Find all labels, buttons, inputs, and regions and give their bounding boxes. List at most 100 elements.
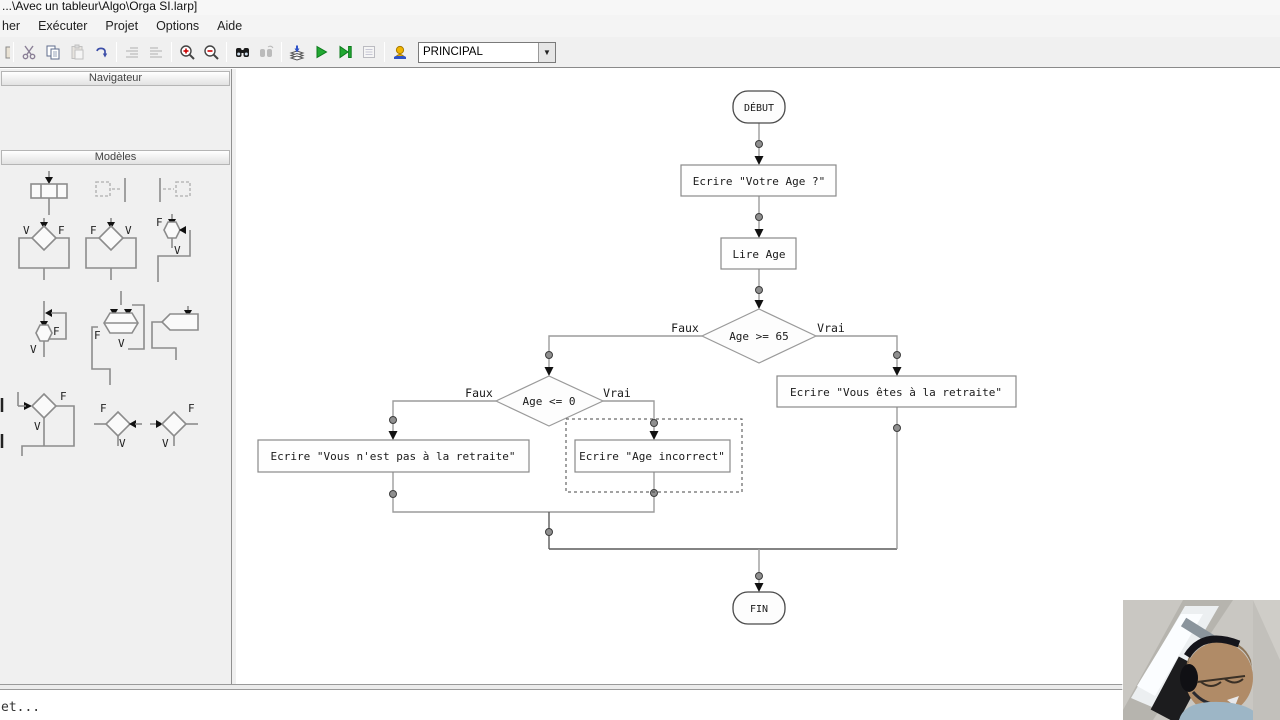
condition-age-0-node[interactable]: Age <= 0 <box>494 375 605 427</box>
write-invalid-age-node[interactable]: Ecrire "Age incorrect" <box>574 439 731 473</box>
svg-text:F: F <box>58 224 65 237</box>
webcam-video <box>1123 600 1280 720</box>
branch-label-faux: Faux <box>465 386 493 400</box>
copy-icon[interactable] <box>41 40 65 64</box>
svg-text:F: F <box>53 325 60 338</box>
procedure-combobox[interactable]: PRINCIPAL ▼ <box>418 41 556 63</box>
sidebar: Navigateur Modèles <box>0 69 232 684</box>
webcam-overlay <box>1123 600 1280 720</box>
template-branch-right-icon[interactable]: FV <box>8 386 86 458</box>
toolbar-separator <box>13 42 14 62</box>
svg-text:Ecrire "Vous êtes à la retrait: Ecrire "Vous êtes à la retraite" <box>790 386 1002 399</box>
menu-item-afficher[interactable]: her <box>2 19 21 33</box>
clipped-icon <box>0 40 10 64</box>
undo-icon[interactable] <box>89 40 113 64</box>
svg-text:F: F <box>94 329 101 342</box>
branch-label-vrai: Vrai <box>603 386 631 400</box>
report-icon <box>357 40 381 64</box>
template-exit-icon[interactable] <box>148 304 206 370</box>
svg-text:V: V <box>119 437 126 448</box>
cut-icon[interactable] <box>17 40 41 64</box>
svg-text:F: F <box>60 390 67 403</box>
template-dowhile-icon[interactable]: F V <box>146 212 202 288</box>
toolbar-separator <box>116 42 117 62</box>
menu-bar: her Exécuter Projet Options Aide <box>0 15 1280 37</box>
indent-left-icon <box>120 40 144 64</box>
toolbar-separator <box>171 42 172 62</box>
start-node[interactable]: DÉBUT <box>732 90 786 124</box>
svg-text:Age <= 0: Age <= 0 <box>523 395 576 408</box>
svg-text:V: V <box>118 337 125 350</box>
clipped-template-icon <box>0 398 4 448</box>
svg-text:Ecrire "Vous n'est pas à la re: Ecrire "Vous n'est pas à la retraite" <box>270 450 515 463</box>
template-call-right-icon[interactable] <box>152 176 196 210</box>
models-panel-header[interactable]: Modèles <box>1 150 230 165</box>
flowchart-canvas[interactable]: Faux Vrai Faux Vrai DÉBUT Ecrire "Votre … <box>236 69 1280 684</box>
svg-text:Ecrire "Votre Age ?": Ecrire "Votre Age ?" <box>693 175 825 188</box>
navigator-panel-body <box>0 86 231 148</box>
svg-text:DÉBUT: DÉBUT <box>744 101 774 114</box>
selection-marquee <box>565 418 743 493</box>
template-call-left-icon[interactable] <box>92 176 136 210</box>
procedure-combobox-value: PRINCIPAL <box>423 46 483 58</box>
toolbar: PRINCIPAL ▼ <box>0 37 1280 68</box>
read-age-node[interactable]: Lire Age <box>720 237 797 270</box>
find-icon[interactable] <box>230 40 254 64</box>
write-not-retired-node[interactable]: Ecrire "Vous n'est pas à la retraite" <box>257 439 530 473</box>
flowchart: Faux Vrai Faux Vrai DÉBUT Ecrire "Votre … <box>257 90 1017 625</box>
branch-label-vrai: Vrai <box>817 321 845 335</box>
status-text: et... <box>1 700 41 715</box>
end-node[interactable]: FIN <box>732 591 786 625</box>
svg-text:F: F <box>188 402 195 415</box>
template-cond-right-icon[interactable]: F V <box>148 400 200 448</box>
svg-text:V: V <box>23 224 30 237</box>
window-title: ...\Avec un tableur\Algo\Orga SI.larp] <box>0 0 1280 15</box>
paste-icon <box>65 40 89 64</box>
menu-item-executer[interactable]: Exécuter <box>38 19 88 33</box>
zoom-out-icon[interactable] <box>199 40 223 64</box>
write-retired-node[interactable]: Ecrire "Vous êtes à la retraite" <box>776 375 1017 408</box>
svg-text:Age >= 65: Age >= 65 <box>729 330 789 343</box>
indent-right-icon <box>144 40 168 64</box>
svg-text:V: V <box>34 420 41 433</box>
menu-item-aide[interactable]: Aide <box>217 19 243 33</box>
toolbar-separator <box>281 42 282 62</box>
panel-bottom-edge <box>0 684 1280 690</box>
svg-text:F: F <box>100 402 107 415</box>
status-bar: et... <box>0 690 1280 720</box>
svg-text:V: V <box>162 437 169 448</box>
compile-icon[interactable] <box>285 40 309 64</box>
flow-connectors <box>388 123 902 592</box>
branch-label-faux: Faux <box>671 321 699 335</box>
flow-nodes: DÉBUT Ecrire "Votre Age ?" Lire Age Age … <box>257 90 1017 625</box>
run-icon[interactable] <box>309 40 333 64</box>
svg-text:FIN: FIN <box>750 604 768 615</box>
svg-text:Lire Age: Lire Age <box>733 248 786 261</box>
combobox-dropdown-icon[interactable]: ▼ <box>538 42 555 62</box>
menu-item-projet[interactable]: Projet <box>105 19 139 33</box>
template-process-icon[interactable] <box>24 169 74 219</box>
workspace: Navigateur Modèles <box>0 69 1280 684</box>
svg-text:F: F <box>90 224 97 237</box>
toolbar-separator <box>384 42 385 62</box>
navigator-panel-header[interactable]: Navigateur <box>1 71 230 86</box>
svg-text:F: F <box>156 216 163 229</box>
template-loop-icon[interactable]: FV <box>88 289 154 399</box>
template-while-icon[interactable]: FV <box>22 299 82 389</box>
zoom-in-icon[interactable] <box>175 40 199 64</box>
svg-text:V: V <box>174 244 181 257</box>
run-to-cursor-icon[interactable] <box>333 40 357 64</box>
svg-text:Ecrire "Age incorrect": Ecrire "Age incorrect" <box>579 450 725 463</box>
condition-age-65-node[interactable]: Age >= 65 <box>700 308 818 364</box>
branch-labels: Faux Vrai Faux Vrai <box>465 321 845 400</box>
write-ask-age-node[interactable]: Ecrire "Votre Age ?" <box>680 164 837 197</box>
menu-item-options[interactable]: Options <box>156 19 200 33</box>
help-icon[interactable] <box>388 40 412 64</box>
template-cond-left-icon[interactable]: F V <box>92 400 144 448</box>
find-next-icon <box>254 40 278 64</box>
toolbar-separator <box>226 42 227 62</box>
splitter[interactable] <box>232 69 236 684</box>
